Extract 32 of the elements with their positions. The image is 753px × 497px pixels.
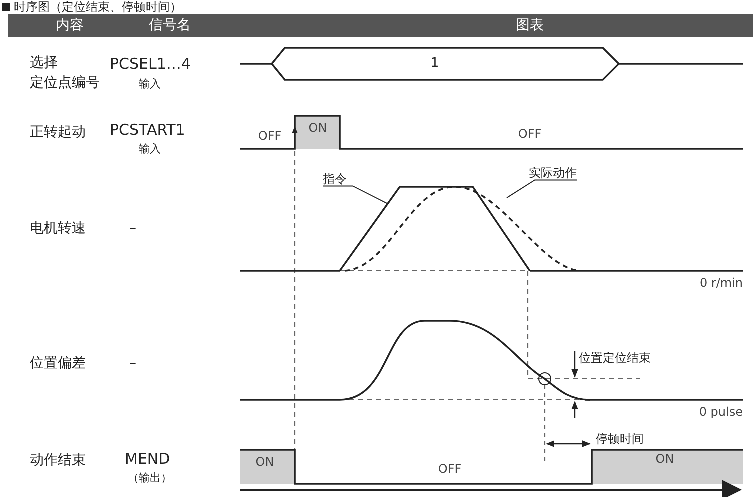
row-label: 位置偏差 [30,356,86,372]
state-label: ON [256,454,274,470]
signal-direction: 输入 [139,142,161,156]
row-label: 动作结束 [30,452,86,470]
curve-label: 指令 [323,172,347,186]
state-label: ON [656,452,674,466]
bus-value: 1 [430,56,440,72]
signal-name: PCSEL1…4 [110,55,191,73]
state-label: OFF [258,128,282,144]
column-header: 信号名 [149,18,191,34]
annotation-label: 停顿时间 [596,432,644,446]
row-label: 电机转速 [30,220,86,238]
diagram-title: 时序图（定位结束、停顿时间） [14,0,182,14]
state-label: OFF [518,126,542,142]
column-header: 内容 [56,18,84,34]
leader-line [506,180,578,198]
signal-name: PCSTART1 [110,121,186,139]
signal-name: – [130,356,136,372]
row-label: 选择定位点编号 [30,54,100,93]
signal-name: – [130,220,136,238]
axis-value: 0 r/min [700,276,743,290]
state-label: OFF [438,462,462,476]
leader-line [322,186,388,204]
row-label: 正转起动 [30,124,86,142]
column-header: 图表 [516,18,544,34]
signal-direction: （输出） [128,471,172,485]
signal-direction: 输入 [139,77,161,91]
axis-value: 0 pulse [699,404,743,420]
signal-name: MEND [125,450,170,468]
state-label: ON [308,120,328,136]
curve-label: 实际动作 [529,166,577,180]
annotation-label: 位置定位结束 [579,350,651,366]
